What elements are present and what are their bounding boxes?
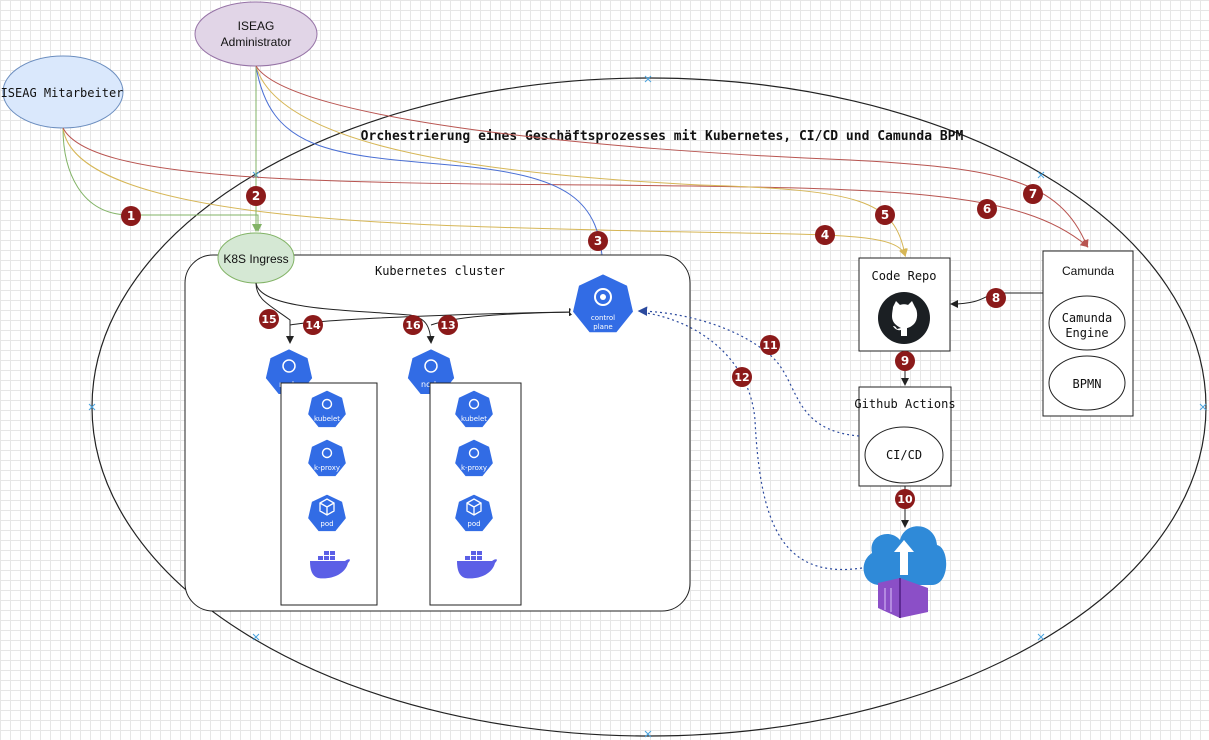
k8s-ingress-label: K8S Ingress xyxy=(223,252,288,266)
step-badge-9: 9 xyxy=(895,351,915,371)
svg-text:14: 14 xyxy=(305,319,321,332)
svg-text:16: 16 xyxy=(405,319,421,332)
step-badge-11: 11 xyxy=(760,335,780,355)
container-registry-icon[interactable] xyxy=(863,526,947,618)
docker-icon xyxy=(457,551,497,579)
control-plane-label-2: plane xyxy=(593,323,612,331)
github-icon xyxy=(878,292,930,344)
camunda-box[interactable]: Camunda Camunda Engine BPMN xyxy=(1042,250,1134,417)
svg-text:4: 4 xyxy=(821,228,829,242)
camunda-title: Camunda xyxy=(1062,264,1114,278)
step-badge-12: 12 xyxy=(732,367,752,387)
step-badge-3: 3 xyxy=(588,231,608,251)
diagram-title: Orchestrierung eines Geschäftsprozesses … xyxy=(361,129,964,144)
camunda-engine-label-2: Engine xyxy=(1065,326,1108,340)
actor-admin-label-1: ISEAG xyxy=(238,19,275,33)
code-repo[interactable]: Code Repo xyxy=(858,257,951,352)
node-1-kubelet: kubelet xyxy=(306,388,348,429)
step-badge-5: 5 xyxy=(875,205,895,225)
kproxy-label: k-proxy xyxy=(461,464,487,472)
svg-text:9: 9 xyxy=(901,354,909,368)
step-badge-16: 16 xyxy=(403,315,423,335)
step-badge-4: 4 xyxy=(815,225,835,245)
pod-label: pod xyxy=(467,520,480,528)
step-badge-2: 2 xyxy=(246,186,266,206)
actor-employee-label: ISEAG Mitarbeiter xyxy=(1,86,124,100)
github-actions[interactable]: Github Actions CI/CD xyxy=(854,386,956,487)
svg-text:8: 8 xyxy=(992,291,1000,305)
svg-text:3: 3 xyxy=(594,234,602,248)
step-badge-6: 6 xyxy=(977,199,997,219)
svg-text:7: 7 xyxy=(1029,187,1037,201)
bpmn-label: BPMN xyxy=(1073,377,1102,391)
kubelet-label: kubelet xyxy=(461,415,487,423)
control-plane-icon[interactable]: control plane xyxy=(570,271,636,336)
code-repo-label: Code Repo xyxy=(871,269,936,283)
svg-text:13: 13 xyxy=(440,319,455,332)
kubelet-label: kubelet xyxy=(314,415,340,423)
docker-icon xyxy=(310,551,350,579)
step-badge-8: 8 xyxy=(986,288,1006,308)
svg-text:15: 15 xyxy=(261,313,276,326)
control-plane-label-1: control xyxy=(591,314,615,322)
step-badge-13: 13 xyxy=(438,315,458,335)
actor-employee[interactable]: ISEAG Mitarbeiter xyxy=(1,55,124,129)
step-badge-1: 1 xyxy=(121,206,141,226)
camunda-engine-label-1: Camunda xyxy=(1062,311,1113,325)
cluster-label: Kubernetes cluster xyxy=(375,264,505,278)
pod-label: pod xyxy=(320,520,333,528)
step-badge-14: 14 xyxy=(303,315,323,335)
github-actions-label: Github Actions xyxy=(854,397,955,411)
actor-admin[interactable]: ISEAG Administrator xyxy=(194,1,318,67)
node-2-kproxy: k-proxy xyxy=(453,437,495,478)
step-badge-7: 7 xyxy=(1023,184,1043,204)
cicd-label: CI/CD xyxy=(886,448,922,462)
step-badge-10: 10 xyxy=(895,489,915,509)
actor-admin-label-2: Administrator xyxy=(221,35,292,49)
kproxy-label: k-proxy xyxy=(314,464,340,472)
step-badge-15: 15 xyxy=(259,309,279,329)
svg-text:6: 6 xyxy=(983,202,991,216)
node-1-pod: pod xyxy=(306,492,348,533)
svg-text:1: 1 xyxy=(127,209,135,223)
node-2-kubelet: kubelet xyxy=(453,388,495,429)
dotted-connections xyxy=(637,306,863,571)
actor-connections xyxy=(62,65,1089,270)
k8s-ingress[interactable]: K8S Ingress xyxy=(217,232,295,284)
step-badges: 1 2 3 4 5 6 7 8 9 10 11 12 13 14 15 16 xyxy=(121,184,1043,509)
svg-text:2: 2 xyxy=(252,189,260,203)
svg-text:11: 11 xyxy=(762,339,777,352)
node-2-pod: pod xyxy=(453,492,495,533)
node-1-kproxy: k-proxy xyxy=(306,437,348,478)
svg-text:5: 5 xyxy=(881,208,889,222)
svg-text:10: 10 xyxy=(897,493,913,506)
svg-text:12: 12 xyxy=(734,371,749,384)
